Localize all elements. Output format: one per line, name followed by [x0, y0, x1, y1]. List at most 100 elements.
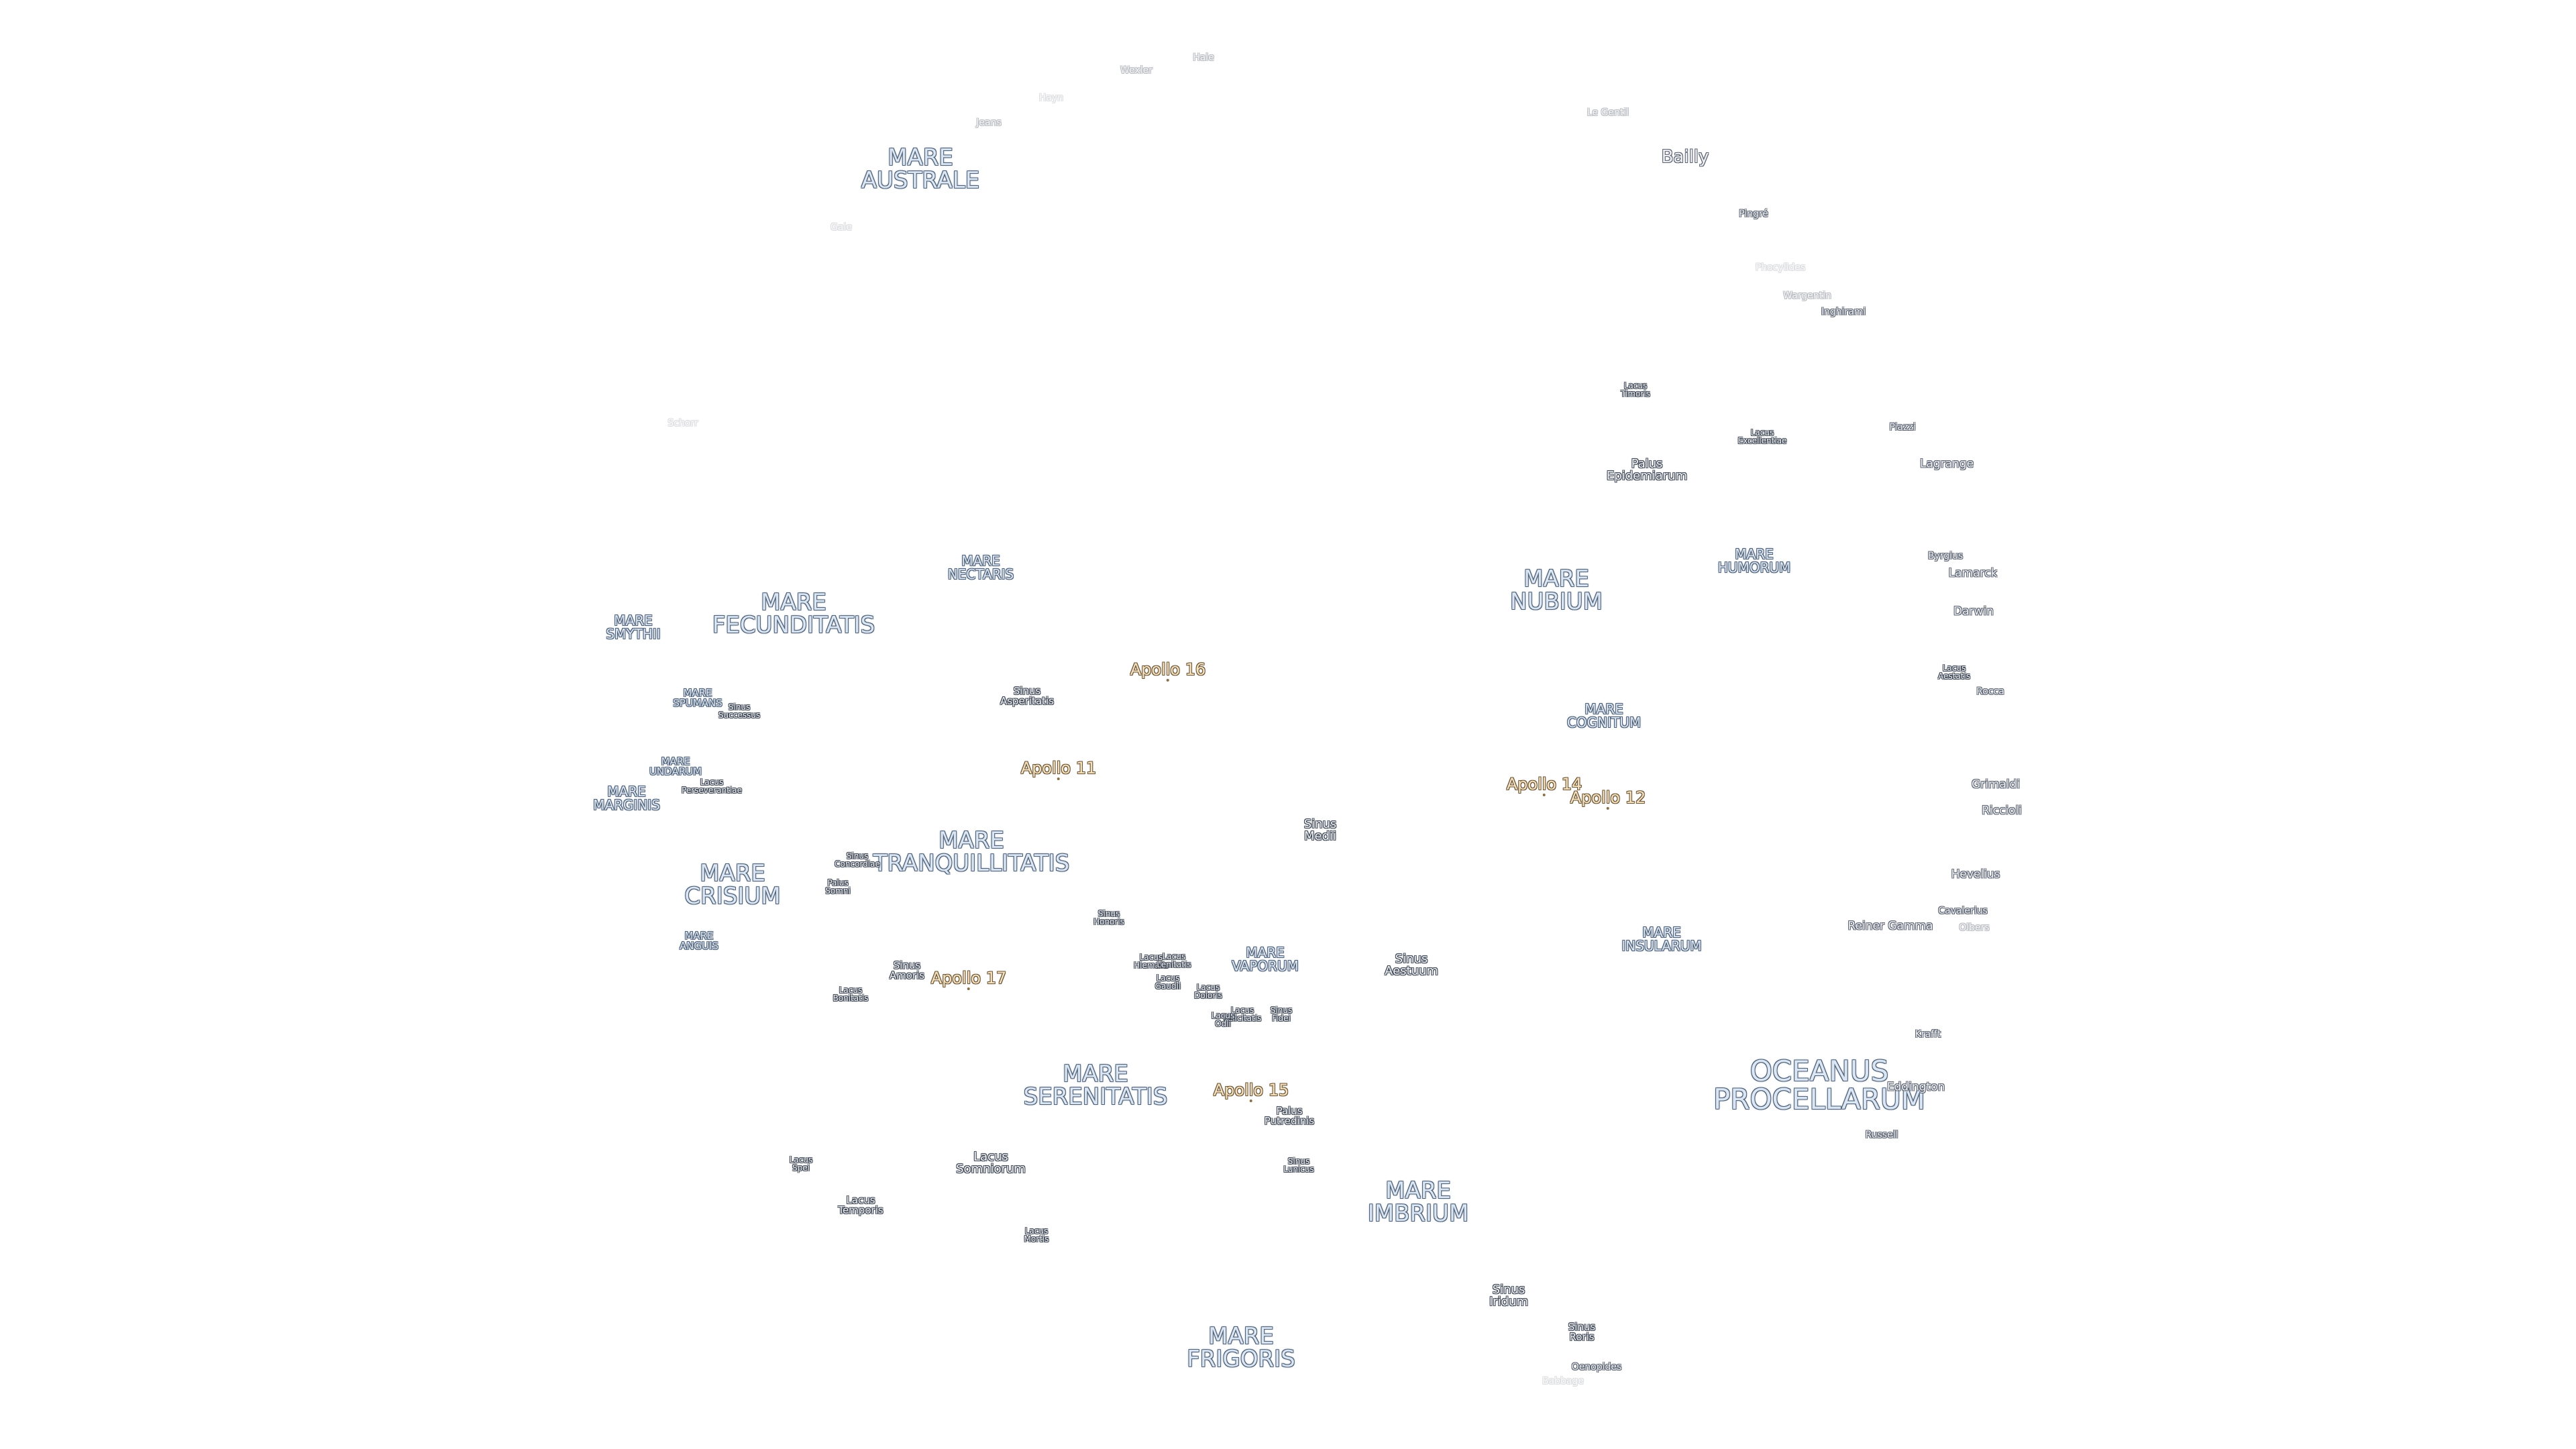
map-label-oenopides[interactable]: Oenopides: [1572, 1362, 1622, 1372]
map-label-phocylides[interactable]: Phocylides: [1756, 263, 1805, 272]
map-label-apollo-12[interactable]: Apollo 12: [1570, 790, 1646, 810]
map-label-krafft[interactable]: Krafft: [1915, 1030, 1941, 1039]
map-label-text: Lunicus: [1283, 1165, 1314, 1174]
map-label-jeans[interactable]: Jeans: [976, 118, 1002, 127]
map-label-apollo-16[interactable]: Apollo 16: [1130, 661, 1205, 682]
map-label-apollo-11[interactable]: Apollo 11: [1021, 760, 1096, 780]
map-label-text: Bailly: [1661, 147, 1709, 167]
map-label-text: NECTARIS: [947, 566, 1014, 582]
map-label-apollo-15[interactable]: Apollo 15: [1214, 1082, 1289, 1102]
map-label-byrgius[interactable]: Byrgius: [1928, 551, 1963, 561]
map-label-lamarck[interactable]: Lamarck: [1949, 568, 1998, 580]
map-label-text: MARE: [1385, 1177, 1451, 1204]
map-label-hevelius[interactable]: Hevelius: [1951, 869, 2000, 881]
map-label-eddington[interactable]: Eddington: [1887, 1081, 1945, 1093]
map-label-babbage[interactable]: Babbage: [1542, 1377, 1584, 1386]
map-label-darwin[interactable]: Darwin: [1953, 606, 1994, 618]
map-label-gale[interactable]: Gale: [830, 223, 852, 232]
map-label-text: Krafft: [1915, 1029, 1941, 1040]
map-label-le-gentil[interactable]: Le Gentil: [1587, 108, 1629, 117]
map-label-rocca[interactable]: Rocca: [1976, 687, 2004, 696]
map-label-text: Sinus: [1287, 1157, 1310, 1166]
map-label-lagrange[interactable]: Lagrange: [1920, 458, 1974, 470]
map-label-text: Hevelius: [1951, 867, 2000, 881]
map-label-apollo-14[interactable]: Apollo 14: [1507, 776, 1582, 796]
map-label-apollo-17[interactable]: Apollo 17: [931, 970, 1006, 990]
map-label-bailly[interactable]: Bailly: [1662, 148, 1709, 166]
map-label-hayn[interactable]: Hayn: [1039, 93, 1063, 103]
map-label-inghirami[interactable]: Inghirami: [1821, 307, 1866, 317]
map-label-text: Lacus: [839, 985, 863, 995]
map-label-grimaldi[interactable]: Grimaldi: [1972, 779, 2020, 791]
map-label-russell[interactable]: Russell: [1866, 1130, 1898, 1140]
map-label-text: Hayn: [1038, 93, 1064, 103]
map-label-text: Le Gentil: [1587, 107, 1629, 118]
map-label-text: Somni: [825, 886, 851, 896]
map-label-wargentin[interactable]: Wargentin: [1783, 291, 1831, 301]
map-label-text: Putredinis: [1264, 1115, 1315, 1127]
map-label-reiner-gamma[interactable]: Reiner Gamma: [1848, 920, 1933, 932]
map-label-riccioli[interactable]: Riccioli: [1982, 805, 2022, 817]
map-label-text: SERENITATIS: [1023, 1083, 1168, 1110]
map-label-piazzi[interactable]: Piazzi: [1889, 423, 1915, 432]
map-label-hale[interactable]: Hale: [1193, 53, 1214, 62]
map-label-text: MARE: [1735, 546, 1774, 562]
map-label-pingre[interactable]: Pingré: [1739, 209, 1768, 219]
map-label-text: FECUNDITATIS: [712, 612, 875, 639]
map-label-olbers[interactable]: Olbers: [1959, 923, 1989, 932]
map-label-text: Medii: [1303, 829, 1337, 843]
map-label-wexler[interactable]: Wexler: [1120, 66, 1152, 75]
map-label-cavalerius[interactable]: Cavalerius: [1938, 906, 1988, 916]
map-label-schorr[interactable]: Schorr: [667, 419, 698, 428]
